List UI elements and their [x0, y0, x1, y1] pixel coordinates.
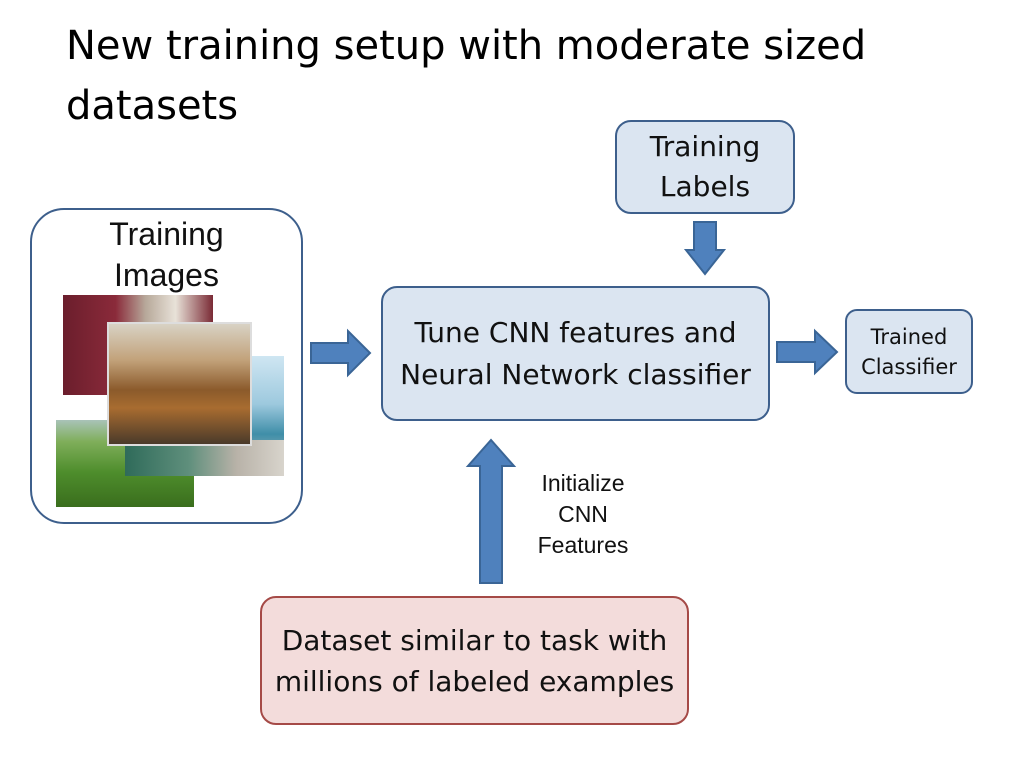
kitchen-photo	[107, 322, 252, 446]
arrow-labels-to-tune	[683, 221, 727, 276]
trained-classifier-node: Trained Classifier	[845, 309, 973, 394]
arrow-dataset-to-tune	[465, 438, 517, 584]
training-images-label: Training Images	[109, 216, 224, 293]
training-labels-label: Training Labels	[649, 130, 761, 203]
trained-classifier-label: Trained Classifier	[861, 324, 957, 379]
dataset-label: Dataset similar to task with millions of…	[274, 623, 675, 698]
initialize-edge-label: Initialize CNN Features	[537, 470, 629, 558]
arrow-tune-to-classifier	[776, 328, 839, 376]
tune-cnn-label: Tune CNN features and Neural Network cla…	[400, 315, 751, 391]
shore-photo	[125, 440, 284, 476]
slide-title: New training setup with moderate sized d…	[66, 23, 867, 129]
training-labels-node: Training Labels	[615, 120, 795, 214]
arrow-images-to-tune	[310, 328, 372, 378]
tune-cnn-node: Tune CNN features and Neural Network cla…	[381, 286, 770, 421]
dataset-node: Dataset similar to task with millions of…	[260, 596, 689, 725]
